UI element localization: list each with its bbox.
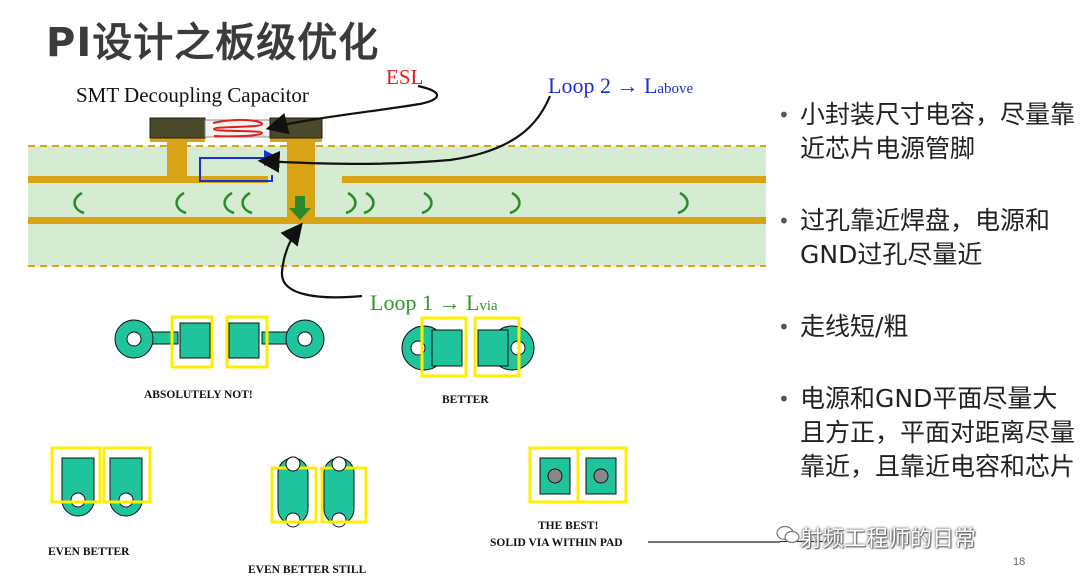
bullet-list: 小封装尺寸电容，尽量靠近芯片电源管脚 过孔靠近焊盘，电源和GND过孔尽量近 走线… xyxy=(778,98,1078,484)
layout-the-best xyxy=(528,446,628,504)
pcb-decoupling-diagram: SMT Decoupling Capacitor ESL Loop 2 → La… xyxy=(28,65,780,576)
capacitor-label: SMT Decoupling Capacitor xyxy=(76,83,309,107)
power-plane xyxy=(28,176,268,183)
esl-label: ESL xyxy=(386,65,423,89)
bullet-item: 走线短/粗 xyxy=(778,310,1078,344)
label-better: BETTER xyxy=(442,394,489,406)
field-arrows xyxy=(73,191,689,215)
loop1-label: Loop 1 → Lvia xyxy=(370,290,498,315)
ground-plane xyxy=(28,217,766,224)
pcb-cross-section xyxy=(28,136,766,267)
esl-pointer-arrow xyxy=(265,84,439,135)
left-via xyxy=(167,138,187,183)
wechat-icon xyxy=(776,525,800,544)
loop1-pointer-arrow xyxy=(280,222,363,299)
loop2-current-path xyxy=(199,150,280,182)
layout-even-better-still xyxy=(270,456,368,528)
layout-better xyxy=(401,316,535,378)
loop2-pointer-arrow xyxy=(257,95,552,173)
label-absolutely-not: ABSOLUTELY NOT! xyxy=(144,389,253,401)
slide-title: PI设计之板级优化 xyxy=(46,20,380,66)
loop2-label: Loop 2 → Labove xyxy=(548,73,694,98)
label-even-better: EVEN BETTER xyxy=(48,546,130,558)
watermark: 射频工程师的日常 xyxy=(800,527,977,552)
bullet-item: 电源和GND平面尽量大且方正，平面对距离尽量靠近，且靠近电容和芯片 xyxy=(778,382,1078,484)
divider-line-right xyxy=(780,541,840,542)
label-the-best: THE BEST! xyxy=(538,520,598,532)
label-solid-via-within-pad: SOLID VIA WITHIN PAD xyxy=(490,537,623,549)
layout-even-better xyxy=(50,446,152,517)
page-number: 18 xyxy=(1013,556,1026,568)
label-even-better-still: EVEN BETTER STILL xyxy=(248,564,367,576)
layout-absolutely-not xyxy=(114,315,325,369)
smt-capacitor xyxy=(149,117,323,139)
down-arrow-icon xyxy=(289,196,311,220)
bullet-item: 小封装尺寸电容，尽量靠近芯片电源管脚 xyxy=(778,98,1078,166)
bullet-item: 过孔靠近焊盘，电源和GND过孔尽量近 xyxy=(778,204,1078,272)
esl-squiggle xyxy=(212,118,264,138)
